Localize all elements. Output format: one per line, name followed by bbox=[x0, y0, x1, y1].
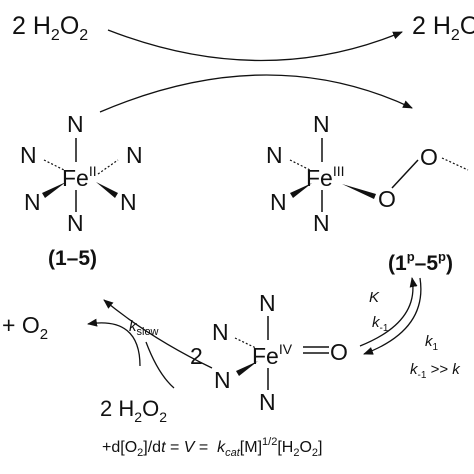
n-ligand: N bbox=[313, 111, 330, 137]
top-arrow-complex bbox=[99, 74, 413, 113]
n-ligand: N bbox=[212, 319, 229, 345]
h2o2-reagent-bottom: 2 H2O2 bbox=[100, 396, 167, 425]
coefficient-2: 2 bbox=[190, 343, 203, 369]
n-ligand: N bbox=[259, 290, 276, 316]
n-ligand: N bbox=[266, 142, 283, 168]
rate-law: +d[O2]/dt = V = kcat[M]1/2[H2O2] bbox=[102, 436, 322, 459]
equilibrium-constant-k: K bbox=[369, 289, 380, 306]
metal-fe: FeIII bbox=[306, 163, 345, 191]
n-ligand: N bbox=[20, 142, 37, 168]
compound-label-1-5: (1–5) bbox=[48, 247, 97, 270]
rate-constant-k1: k1 bbox=[425, 333, 439, 353]
metal-fe: FeII bbox=[62, 163, 97, 191]
top-left-reagent: 2 H2O2 bbox=[12, 12, 88, 44]
h2o2-entry-arc bbox=[145, 341, 175, 389]
top-right-product: 2 H2O bbox=[412, 12, 474, 44]
n-ligand: N bbox=[120, 189, 137, 215]
complex-fe-iii-superoxo: N N N N FeIII O O bbox=[266, 111, 469, 236]
equilibrium-arrow-forward bbox=[363, 277, 422, 355]
rate-condition: k-1 >> k bbox=[410, 361, 461, 381]
compound-label-1p-5p: (1p–5p) bbox=[388, 249, 453, 275]
n-ligand: N bbox=[67, 210, 84, 236]
kslow-arrow-o2 bbox=[87, 318, 141, 367]
oxygen-atom: O bbox=[420, 144, 438, 170]
oxo-atom: O bbox=[330, 339, 348, 365]
rate-constant-kslow: kslow bbox=[129, 318, 159, 338]
metal-fe: FeIV bbox=[252, 341, 293, 369]
n-ligand: N bbox=[313, 210, 330, 236]
n-ligand: N bbox=[24, 189, 41, 215]
equilibrium-arrow-back bbox=[359, 277, 418, 347]
complex-fe-ii: N N N N N N FeII bbox=[20, 111, 143, 236]
n-ligand: N bbox=[270, 189, 287, 215]
rate-constant-k-1: k-1 bbox=[372, 314, 389, 334]
n-ligand: N bbox=[214, 367, 231, 393]
n-ligand: N bbox=[67, 111, 84, 137]
o2-product: + O2 bbox=[2, 312, 48, 343]
complex-fe-iv-oxo: 2 N N N N FeIV O bbox=[190, 290, 348, 415]
n-ligand: N bbox=[259, 389, 276, 415]
oxygen-atom: O bbox=[378, 186, 396, 212]
n-ligand: N bbox=[126, 142, 143, 168]
kslow-arrow-to-complex bbox=[103, 299, 213, 369]
top-arrow-h2o2 bbox=[107, 29, 403, 62]
